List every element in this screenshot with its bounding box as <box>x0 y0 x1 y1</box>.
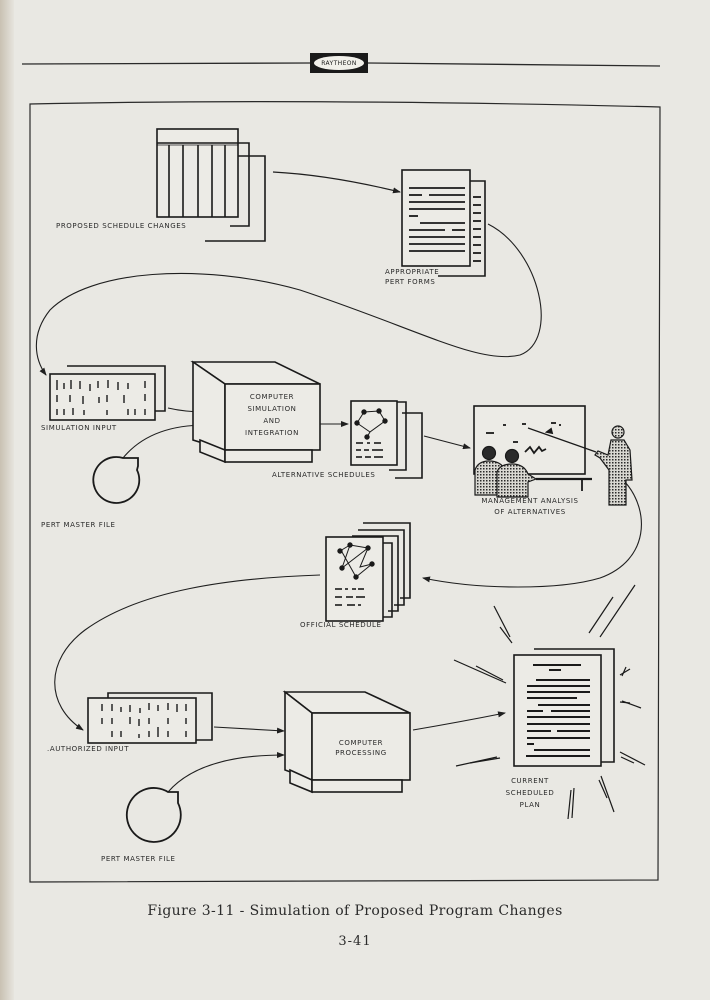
authorized-input-icon <box>87 692 213 744</box>
label-computer-processing-line2: PROCESSING <box>335 749 387 757</box>
label-management-analysis-line2: OF ALTERNATIVES <box>494 508 566 516</box>
raytheon-logo-text: RAYTHEON <box>314 56 364 70</box>
label-pert-master-file-2: PERT MASTER FILE <box>101 855 176 863</box>
arrow-authorized-input-to-processing <box>213 726 285 734</box>
label-simulation-input: SIMULATION INPUT <box>41 424 117 432</box>
label-computer-processing-line1: COMPUTER <box>338 739 384 747</box>
pert-forms-icon <box>401 169 486 277</box>
computer-simulation-icon <box>190 360 321 464</box>
pert-master-file-1-icon <box>92 456 141 504</box>
label-computer-simulation-line4: INTEGRATION <box>245 429 299 437</box>
page-binding-shadow <box>0 0 14 1000</box>
official-schedule-icon <box>325 522 411 622</box>
arrow-management-to-official-schedule <box>422 481 642 588</box>
label-authorized-input: .AUTHORIZED INPUT <box>47 745 130 753</box>
label-computer-simulation-line1: COMPUTER <box>249 393 295 401</box>
management-analysis-illustration <box>473 405 633 506</box>
label-official-schedule: OFFICIAL SCHEDULE <box>300 621 382 629</box>
arrow-alternatives-to-management <box>423 435 471 450</box>
simulation-input-icon <box>49 365 166 421</box>
label-pert-master-file-1: PERT MASTER FILE <box>41 521 116 529</box>
current-scheduled-plan-icon <box>453 584 646 820</box>
label-management-analysis-line1: MANAGEMENT ANALYSIS <box>481 497 579 505</box>
label-alternative-schedules: ALTERNATIVE SCHEDULES <box>272 471 376 479</box>
label-computer-simulation-line3: AND <box>263 417 281 425</box>
arrow-processing-to-current-plan <box>412 711 506 731</box>
label-appropriate-line1: APPROPRIATE <box>385 268 440 276</box>
header-rule <box>21 62 661 67</box>
label-proposed-schedule-changes: PROPOSED SCHEDULE CHANGES <box>56 222 187 230</box>
pert-master-file-2-icon <box>125 787 182 843</box>
label-current-plan-line3: PLAN <box>519 801 541 809</box>
page-number: 3-41 <box>338 934 372 949</box>
figure-frame <box>29 101 661 883</box>
label-pert-forms-line2: PERT FORMS <box>385 278 436 286</box>
figure-caption: Figure 3-11 - Simulation of Proposed Pro… <box>147 903 563 919</box>
arrow-master-file-2-to-processing <box>167 752 285 793</box>
radiating-lines <box>453 584 646 820</box>
arrow-to-pert-forms <box>272 171 401 194</box>
arrow-loop-to-simulation-input <box>35 223 542 376</box>
computer-processing-icon <box>282 690 411 794</box>
raytheon-logo: RAYTHEON <box>310 53 368 73</box>
label-current-plan-line2: SCHEDULED <box>505 789 555 797</box>
alternative-schedules-icon <box>350 400 423 479</box>
label-current-plan-line1: CURRENT <box>511 777 549 785</box>
label-computer-simulation-line2: SIMULATION <box>247 405 297 413</box>
arrow-official-schedule-to-authorized-input <box>54 574 321 731</box>
proposed-schedule-changes-icon <box>156 128 266 242</box>
